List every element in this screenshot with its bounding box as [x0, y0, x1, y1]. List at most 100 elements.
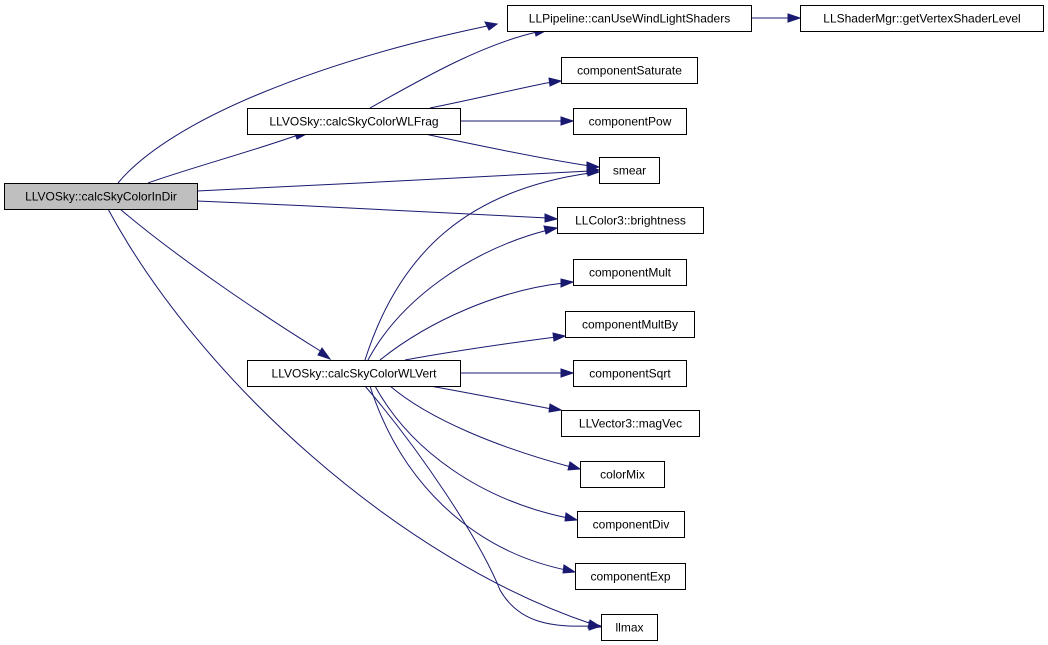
node-box[interactable] — [561, 57, 698, 84]
node-box[interactable] — [575, 563, 686, 590]
edge-vert-to-cdiv — [374, 385, 579, 522]
edge-line — [117, 23, 498, 184]
edge-line — [369, 31, 538, 109]
node-label: llmax — [615, 621, 643, 635]
node-llvosky-calcskycolorwlvert[interactable]: LLVOSky::calcSkyColorWLVert — [247, 360, 461, 387]
node-componentsaturate[interactable]: componentSaturate — [561, 57, 698, 84]
edge-root-to-frag — [147, 130, 310, 184]
node-llshadermgr-getvertexshaderlevel[interactable]: LLShaderMgr::getVertexShaderLevel — [800, 5, 1044, 32]
edge-arrowhead — [544, 213, 559, 223]
node-componentexp[interactable]: componentExp — [575, 563, 686, 590]
node-box[interactable] — [580, 461, 665, 488]
node-llvosky-calcskycolorindir[interactable]: LLVOSky::calcSkyColorInDir — [4, 183, 198, 210]
node-label: componentMult — [589, 266, 672, 280]
edge-vert-to-cmult — [379, 278, 575, 361]
edge-arrowhead — [562, 564, 577, 574]
node-box[interactable] — [599, 157, 660, 184]
edge-frag-to-csat — [429, 77, 563, 109]
node-box[interactable] — [565, 311, 695, 338]
edge-line — [389, 385, 572, 468]
edges-layer — [107, 13, 802, 631]
edge-vert-to-colormix — [389, 385, 582, 471]
edge-root-to-smear — [196, 165, 601, 192]
node-componentpow[interactable]: componentPow — [573, 108, 687, 135]
edge-line — [196, 200, 549, 219]
edge-arrowhead — [560, 116, 575, 126]
node-label: LLVOSky::calcSkyColorWLVert — [272, 367, 438, 381]
node-box[interactable] — [557, 207, 704, 234]
edge-arrowhead — [564, 512, 579, 522]
edge-line — [147, 134, 299, 184]
node-label: componentMultBy — [582, 318, 678, 332]
node-label: componentDiv — [593, 518, 670, 532]
node-componentmultby[interactable]: componentMultBy — [565, 311, 695, 338]
edge-line — [364, 172, 591, 361]
edge-frag-to-cpow — [460, 116, 575, 126]
edge-arrowhead — [548, 403, 563, 413]
edge-line — [364, 385, 593, 627]
node-label: LLVOSky::calcSkyColorInDir — [25, 190, 177, 204]
node-componentdiv[interactable]: componentDiv — [577, 511, 685, 538]
node-label: componentSaturate — [577, 64, 682, 78]
node-box[interactable] — [573, 259, 687, 286]
edge-vert-to-bright — [367, 225, 559, 361]
node-llcolor3-brightness[interactable]: LLColor3::brightness — [557, 207, 704, 234]
edge-arrowhead — [560, 368, 575, 378]
edge-arrowhead — [548, 77, 563, 87]
edge-arrowhead — [484, 21, 499, 31]
node-box[interactable] — [577, 511, 685, 538]
edge-line — [107, 208, 593, 625]
node-label: LLPipeline::canUseWindLightShaders — [529, 12, 730, 26]
edge-frag-to-canuse — [369, 27, 549, 109]
node-smear[interactable]: smear — [599, 157, 660, 184]
edge-vert-to-smear — [364, 167, 601, 361]
node-componentsqrt[interactable]: componentSqrt — [573, 360, 687, 387]
node-llvector3-magvec[interactable]: LLVector3::magVec — [561, 410, 700, 437]
node-box[interactable] — [247, 360, 461, 387]
node-label: LLVOSky::calcSkyColorWLFrag — [269, 115, 438, 129]
node-box[interactable] — [561, 410, 700, 437]
edge-line — [429, 385, 553, 410]
node-componentmult[interactable]: componentMult — [573, 259, 687, 286]
edge-arrowhead — [560, 278, 575, 288]
edge-arrowhead — [586, 167, 601, 177]
node-label: componentExp — [590, 570, 670, 584]
node-box[interactable] — [4, 183, 198, 210]
edge-line — [196, 170, 591, 192]
edge-line — [424, 133, 591, 167]
node-box[interactable] — [573, 108, 687, 135]
edge-line — [119, 208, 323, 353]
edge-arrowhead — [787, 13, 802, 23]
edge-root-to-vert — [119, 208, 332, 360]
edge-arrowhead — [567, 461, 582, 471]
edge-root-to-bright — [196, 200, 559, 223]
node-box[interactable] — [800, 5, 1044, 32]
edge-line — [379, 282, 565, 361]
edge-line — [367, 229, 549, 361]
node-label: componentSqrt — [589, 367, 671, 381]
edge-line — [429, 81, 553, 109]
node-label: LLVector3::magVec — [579, 417, 682, 431]
node-label: colorMix — [600, 468, 645, 482]
node-llmax[interactable]: llmax — [601, 614, 658, 641]
edge-vert-to-llmax — [364, 385, 603, 631]
edge-line — [404, 336, 557, 361]
edge-arrowhead — [586, 161, 601, 171]
node-llvosky-calcskycolorwlfrag[interactable]: LLVOSky::calcSkyColorWLFrag — [247, 108, 461, 135]
node-label: LLColor3::brightness — [575, 214, 686, 228]
edge-root-to-canuse — [117, 21, 499, 184]
node-colormix[interactable]: colorMix — [580, 461, 665, 488]
edge-line — [374, 385, 569, 519]
node-llpipeline-canusewindlightshaders[interactable]: LLPipeline::canUseWindLightShaders — [507, 5, 752, 32]
node-box[interactable] — [601, 614, 658, 641]
node-box[interactable] — [247, 108, 461, 135]
edge-root-to-llmax — [107, 208, 603, 629]
edge-canuse-to-shaderlevel — [751, 13, 802, 23]
edge-frag-to-smear — [424, 133, 601, 171]
edge-arrowhead — [552, 332, 567, 342]
edge-line — [369, 385, 567, 571]
node-box[interactable] — [507, 5, 752, 32]
node-box[interactable] — [573, 360, 687, 387]
nodes-layer: LLVOSky::calcSkyColorInDirLLVOSky::calcS… — [4, 5, 1044, 641]
edge-vert-to-cexp — [369, 385, 577, 574]
